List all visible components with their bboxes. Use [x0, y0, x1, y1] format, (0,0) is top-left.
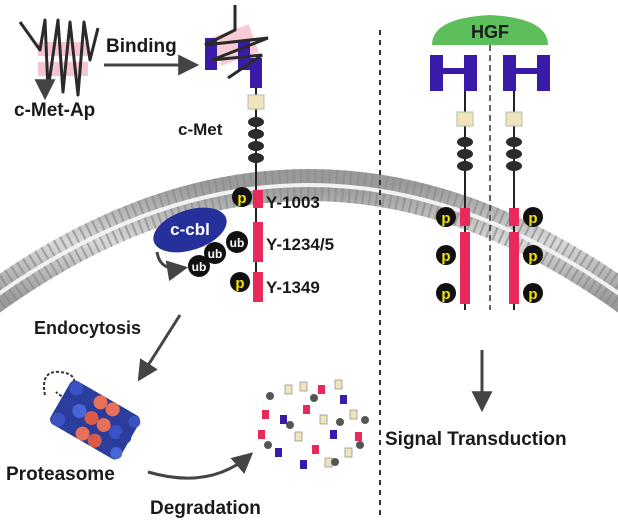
- svg-text:p: p: [235, 275, 244, 292]
- site-y1234-label: Y-1234/5: [266, 235, 334, 254]
- svg-text:p: p: [441, 248, 450, 265]
- degradation-arrow: [147, 452, 254, 480]
- svg-text:p: p: [237, 190, 246, 207]
- endocytosis-arrow: [137, 314, 182, 382]
- aptamer-label: c-Met-Ap: [14, 100, 95, 121]
- cell-membrane: [0, 169, 618, 313]
- proteasome-icon: [43, 370, 141, 460]
- site-y1003-label: Y-1003: [266, 193, 320, 212]
- binding-label: Binding: [106, 36, 177, 57]
- proteasome-label: Proteasome: [6, 464, 115, 485]
- cmet-receptor-left: [204, 5, 269, 302]
- ubiquitination-arrow: [155, 251, 189, 282]
- svg-text:p: p: [441, 286, 450, 303]
- cbl-label: c-cbl: [170, 220, 210, 239]
- hgf-ligand: HGF: [432, 15, 548, 45]
- site-y1349-label: Y-1349: [266, 278, 320, 297]
- degradation-label: Degradation: [150, 498, 261, 519]
- svg-text:p: p: [441, 210, 450, 227]
- aptamer-icon: [18, 18, 100, 101]
- svg-text:p: p: [528, 210, 537, 227]
- phospho-badge-1349: p: [230, 272, 250, 292]
- ubiquitin-chain: ub ub ub: [188, 231, 248, 277]
- svg-text:p: p: [528, 248, 537, 265]
- svg-text:p: p: [528, 286, 537, 303]
- phospho-badge-1003: p: [232, 187, 252, 207]
- endocytosis-label: Endocytosis: [34, 318, 141, 338]
- signal-transduction-label: Signal Transduction: [385, 429, 567, 450]
- peptide-fragments: [258, 379, 369, 469]
- svg-text:ub: ub: [192, 260, 207, 274]
- phospho-badges-right: p p p p p p: [436, 207, 543, 303]
- cmet-receptor-dimer: [430, 55, 550, 310]
- svg-text:HGF: HGF: [471, 22, 509, 42]
- receptor-label: c-Met: [178, 120, 223, 139]
- svg-text:ub: ub: [230, 236, 245, 250]
- cbl-ligase-icon: c-cbl: [153, 207, 227, 253]
- svg-text:ub: ub: [208, 247, 223, 261]
